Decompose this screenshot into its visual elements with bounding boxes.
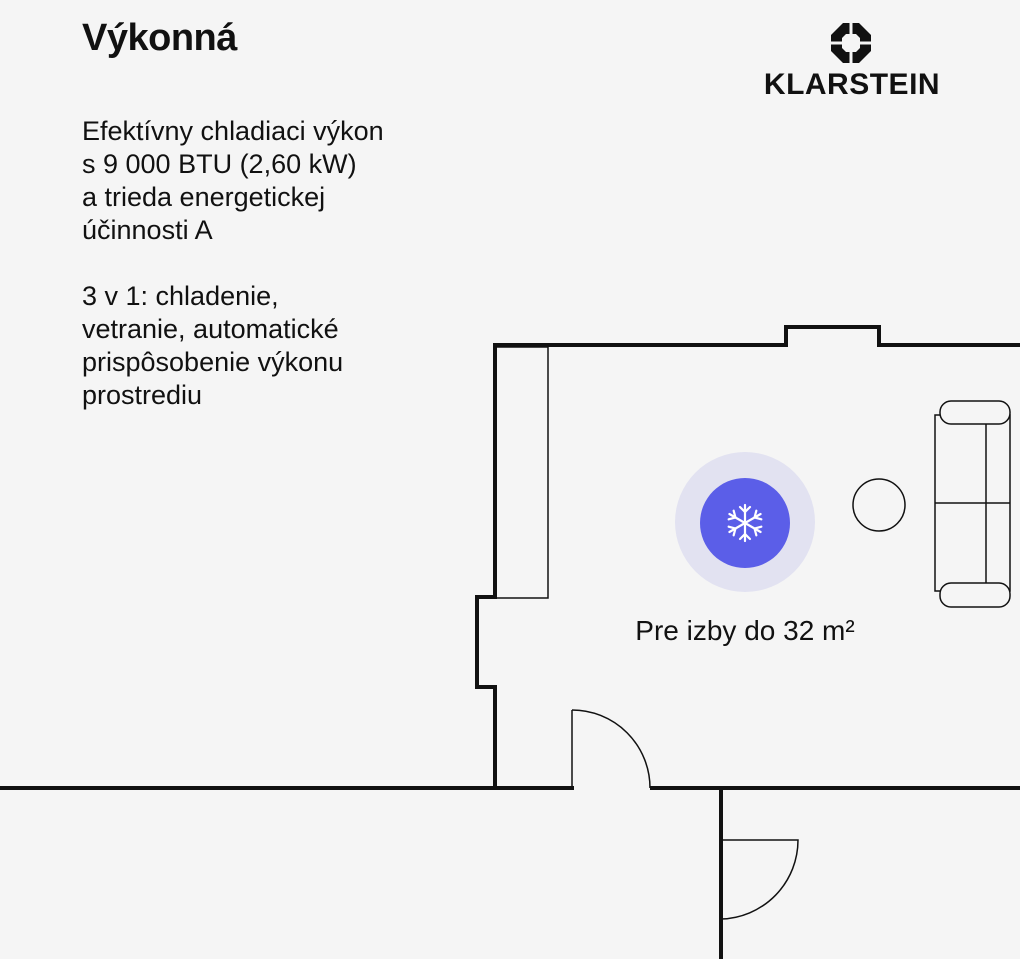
cooling-button[interactable] bbox=[700, 478, 790, 568]
brand-name: KLARSTEIN bbox=[763, 68, 941, 101]
headline: Výkonná bbox=[82, 17, 237, 59]
round-table bbox=[852, 478, 906, 532]
description-modes: 3 v 1: chladenie, vetranie, automatické … bbox=[82, 281, 344, 410]
snowflake-icon bbox=[727, 503, 763, 543]
room-door bbox=[571, 709, 651, 789]
description: Efektívny chladiaci výkon s 9 000 BTU (2… bbox=[82, 115, 502, 412]
brand-logo: KLARSTEIN bbox=[762, 18, 942, 104]
sofa bbox=[934, 400, 1011, 608]
klarstein-logo-icon bbox=[829, 21, 873, 65]
corridor-door bbox=[720, 839, 799, 920]
room-wall bbox=[475, 325, 1020, 790]
room-size-caption: Pre izby do 32 m² bbox=[635, 615, 855, 646]
description-capacity: Efektívny chladiaci výkon s 9 000 BTU (2… bbox=[82, 116, 384, 245]
wardrobe bbox=[494, 346, 549, 599]
